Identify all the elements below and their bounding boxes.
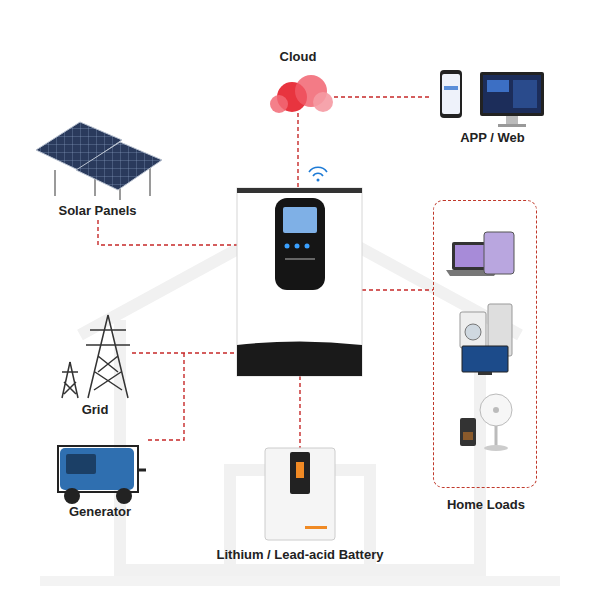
inverter-led [305, 244, 310, 249]
inverter-body [237, 188, 362, 376]
grid-tower-icon [62, 315, 130, 398]
fan-head [480, 394, 512, 426]
ground-band [40, 576, 560, 586]
node-label: Solar Panels [30, 203, 165, 219]
generator-handle [138, 469, 146, 472]
inverter-panel [275, 198, 325, 290]
wifi-arc [313, 173, 323, 176]
app-node: APP / Web [430, 62, 555, 148]
fan-base [484, 445, 508, 451]
wire [146, 353, 184, 440]
node-label: Grid [50, 402, 140, 418]
grid-tower [86, 315, 130, 398]
wifi-arc [309, 167, 327, 172]
node-label: Generator [50, 504, 150, 520]
generator-body [60, 448, 134, 490]
monitor-widget [487, 80, 509, 92]
battery-icon [265, 448, 335, 540]
generator-panel [66, 454, 96, 474]
washer-door [465, 324, 481, 340]
phone-body [440, 70, 462, 118]
inverter-led [285, 244, 290, 249]
house-walls [120, 320, 480, 570]
battery-node: Lithium / Lead-acid Battery [200, 445, 400, 565]
dashed-outline [433, 200, 537, 488]
coffee-maker [460, 418, 476, 446]
inverter-screen [283, 207, 317, 233]
wire [299, 376, 300, 448]
battery-body [265, 448, 335, 540]
inverter-icon [237, 188, 362, 376]
cloud-puff [313, 92, 333, 112]
grid-tower-small [62, 362, 78, 398]
wire [98, 220, 237, 245]
inverter-top [237, 188, 362, 193]
tablet [484, 232, 514, 274]
inverter-mark [285, 258, 315, 260]
generator-icon [58, 446, 146, 504]
node-label: Lithium / Lead-acid Battery [200, 547, 400, 563]
monitor-base [498, 124, 526, 127]
node-label: Home Loads [430, 497, 542, 513]
app-devices [440, 70, 544, 127]
inverter-led [295, 244, 300, 249]
generator-wheel [64, 488, 80, 504]
wifi-symbol [309, 167, 327, 181]
television [462, 346, 508, 372]
inverter-base [237, 342, 362, 377]
generator-frame [58, 446, 138, 492]
coffee-cup [463, 432, 473, 440]
grid-node: Grid [50, 310, 140, 418]
dashed-connector [334, 96, 430, 97]
fan-stem [495, 426, 498, 446]
generator-node: Generator [50, 440, 150, 520]
node-label: Cloud [262, 49, 334, 65]
appliances [446, 232, 514, 451]
tv-stand [478, 372, 492, 375]
generator-wheel [116, 488, 132, 504]
phone-widget [444, 86, 458, 90]
monitor-stand [506, 116, 518, 124]
node-label: APP / Web [430, 130, 555, 146]
loads-group: Home Loads [430, 198, 542, 516]
battery-panel [290, 452, 310, 494]
cloud-icon [270, 75, 333, 113]
solar-panel [76, 142, 162, 190]
cloud-puff [270, 95, 288, 113]
monitor-body [480, 72, 544, 116]
battery-brand-mark [305, 526, 327, 529]
phone-screen [442, 74, 460, 114]
wifi-dot [317, 179, 320, 182]
battery-light [296, 462, 304, 478]
washing-machine [460, 312, 486, 348]
monitor-widget [513, 80, 537, 108]
monitor-screen [483, 75, 541, 113]
wire [297, 113, 298, 188]
wire [362, 289, 433, 290]
fan-hub [493, 407, 499, 413]
cloud-node: Cloud [262, 45, 334, 115]
solar-panels-icon [36, 122, 162, 200]
solar-node: Solar Panels [30, 112, 165, 220]
